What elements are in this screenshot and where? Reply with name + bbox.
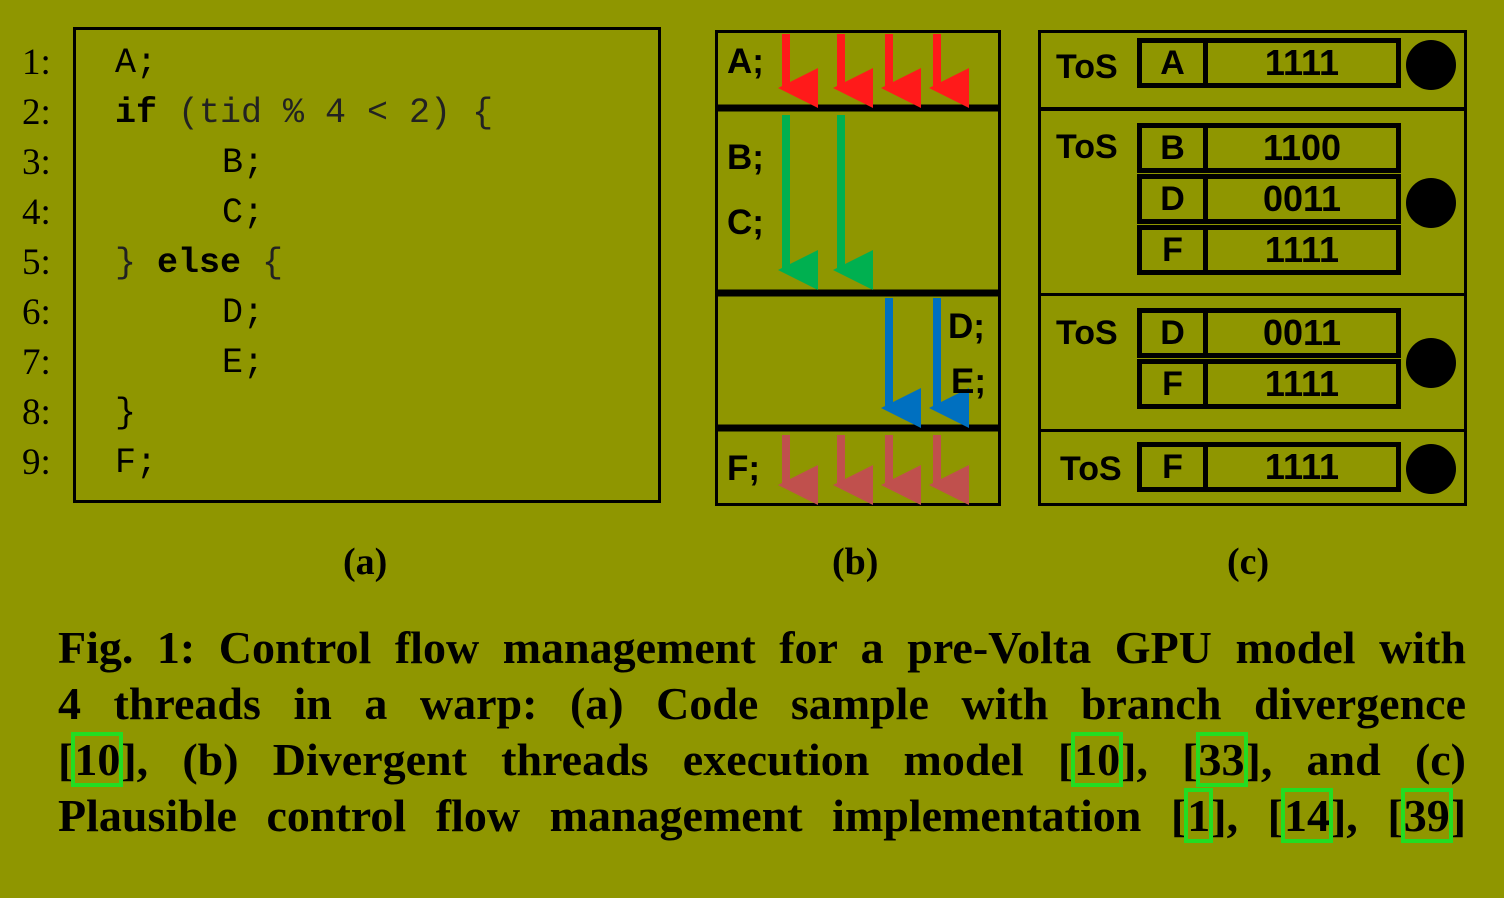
citation-link[interactable]: 10: [1071, 732, 1124, 787]
entry-pc: D: [1142, 179, 1208, 219]
citation-link[interactable]: 10: [71, 732, 124, 787]
label-c: C;: [727, 203, 764, 242]
tos-label: ToS: [1060, 450, 1122, 488]
entry-pc: B: [1142, 128, 1208, 168]
code-line-1: A;: [115, 43, 158, 83]
keyword-else: else: [157, 243, 242, 283]
line-number: 2:: [22, 92, 51, 133]
code-line-6: D;: [222, 293, 265, 333]
keyword-if: if: [115, 93, 158, 133]
sublabel-b: (b): [832, 541, 879, 583]
arrows-f: [778, 435, 969, 505]
stack-entry: F 1111: [1137, 359, 1401, 409]
entry-mask: 0011: [1262, 178, 1342, 219]
entry-pc: F: [1142, 364, 1208, 404]
code-line-4: C;: [222, 193, 265, 233]
pointer-dot-icon: [1406, 338, 1456, 388]
code-line-8: }: [115, 393, 137, 433]
caption-line-1: Fig. 1: Control flow management for a pr…: [58, 622, 1466, 673]
pointer-dot-icon: [1406, 40, 1456, 90]
caption-line-2: 4 threads in a warp: (a) Code sample wit…: [58, 678, 1466, 729]
caption-text: ], (b) Divergent threads execution model…: [121, 734, 1074, 785]
citation-link[interactable]: 33: [1195, 732, 1248, 787]
line-number: 7:: [22, 342, 51, 383]
sublabel-a: (a): [343, 541, 388, 583]
tos-label: ToS: [1056, 128, 1118, 166]
code-sample-box: [73, 27, 661, 503]
entry-mask: 1111: [1264, 42, 1340, 83]
entry-mask: 1111: [1264, 363, 1340, 404]
label-e: E;: [951, 362, 986, 401]
caption-text: ], [: [1330, 790, 1403, 841]
tos-label: ToS: [1056, 314, 1118, 352]
caption-text: ]: [1450, 790, 1467, 841]
line-number: 5:: [22, 242, 51, 283]
label-f: F;: [727, 449, 761, 488]
brace-open: {: [241, 243, 284, 283]
entry-mask: 0011: [1262, 312, 1342, 353]
caption-text: ], and (c): [1245, 734, 1466, 785]
line-number: 4:: [22, 192, 51, 233]
line-number: 8:: [22, 392, 51, 433]
stack-entry: F 1111: [1137, 225, 1401, 275]
caption-line-4: Plausible control flow management implem…: [58, 788, 1466, 844]
caption-text: [: [58, 734, 74, 785]
stack-snapshot-4: [1038, 429, 1467, 506]
sublabel-c: (c): [1227, 541, 1270, 583]
tos-label: ToS: [1056, 48, 1118, 86]
arrows-bc: [778, 115, 873, 290]
entry-mask: 1100: [1262, 127, 1342, 168]
line-number: 9:: [22, 442, 51, 483]
label-d: D;: [948, 307, 985, 346]
citation-link[interactable]: 1: [1184, 788, 1214, 843]
caption-text: ], [: [1121, 734, 1198, 785]
brace-close: }: [115, 243, 158, 283]
label-b: B;: [727, 138, 764, 177]
caption-text: Plausible control flow management implem…: [58, 790, 1187, 841]
citation-link[interactable]: 39: [1400, 788, 1453, 843]
entry-pc: A: [1142, 43, 1208, 83]
condition: (tid % 4 < 2) {: [157, 93, 494, 133]
line-number: 1:: [22, 42, 51, 83]
pointer-dot-icon: [1406, 444, 1456, 494]
line-number: 3:: [22, 142, 51, 183]
entry-pc: F: [1142, 447, 1208, 487]
stack-entry: D 0011: [1137, 174, 1401, 224]
stack-entry: D 0011: [1137, 308, 1401, 358]
execution-box: [715, 30, 1001, 506]
caption-line-3: [10], (b) Divergent threads execution mo…: [58, 732, 1466, 788]
entry-mask: 1111: [1264, 446, 1340, 487]
code-line-7: E;: [222, 343, 265, 383]
code-line-3: B;: [222, 143, 265, 183]
caption-text: ], [: [1211, 790, 1283, 841]
stack-entry: F 1111: [1137, 442, 1401, 492]
entry-pc: F: [1142, 230, 1208, 270]
pointer-dot-icon: [1406, 178, 1456, 228]
code-line-5: } else {: [115, 238, 283, 288]
entry-mask: 1111: [1264, 229, 1340, 270]
line-number: 6:: [22, 292, 51, 333]
stack-entry: B 1100: [1137, 123, 1401, 173]
citation-link[interactable]: 14: [1280, 788, 1333, 843]
code-line-9: F;: [115, 443, 158, 483]
stack-entry: A 1111: [1137, 38, 1401, 88]
entry-pc: D: [1142, 313, 1208, 353]
arrows-de: [881, 298, 969, 428]
label-a: A;: [727, 42, 764, 81]
arrows-a: [778, 34, 969, 108]
figure-caption: Fig. 1: Control flow management for a pr…: [58, 620, 1466, 844]
code-line-2: if (tid % 4 < 2) {: [115, 88, 493, 138]
